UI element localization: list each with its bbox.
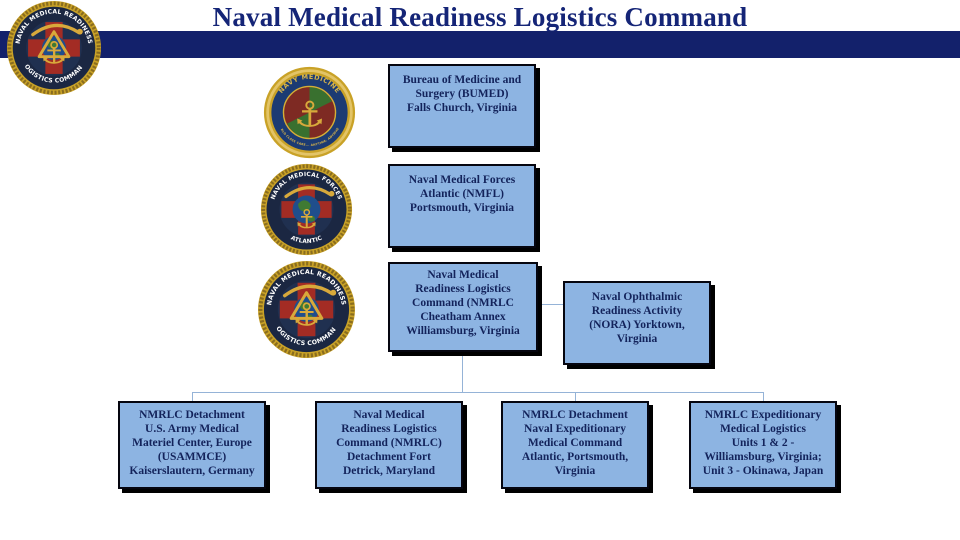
- page-title: Naval Medical Readiness Logistics Comman…: [212, 2, 748, 32]
- triangle-icon: [37, 30, 71, 59]
- connector-children-rail: [192, 392, 763, 393]
- navy-medicine-seal: ⚓ NAVY MEDICINE WORLD CLASS CARE... ANYT…: [263, 66, 356, 159]
- seal-bottom-text: ATLANTIC: [290, 235, 324, 245]
- globe-continent: [308, 215, 316, 222]
- org-box-nmfl-text: Naval Medical Forces Atlantic (NMFL) Por…: [408, 174, 516, 214]
- org-box-det-usammce-text: NMRLC Detachment U.S. Army Medical Mater…: [129, 409, 255, 477]
- connector-stub-eml: [763, 392, 764, 401]
- nmrlc-command-seal: ⚓ NAVAL MEDICAL READINESS LOGISTICS COMM…: [257, 260, 356, 359]
- org-box-det-nemca-text: NMRLC Detachment Naval Expeditionary Med…: [521, 409, 629, 477]
- emblem-wedge: [309, 86, 332, 113]
- anchor-icon: ⚓: [292, 297, 320, 333]
- org-box-det-fort-detrick: Naval Medical Readiness Logistics Comman…: [315, 401, 463, 489]
- gold-swoosh: [31, 23, 81, 37]
- gold-swoosh: [284, 186, 333, 199]
- org-box-eml-units-text: NMRLC Expeditionary Medical Logistics Un…: [702, 409, 824, 477]
- connector-nmrlc-nora: [538, 304, 563, 305]
- gold-knob: [328, 190, 335, 197]
- anchor-icon: ⚓: [294, 94, 326, 135]
- anchor-icon: ⚓: [40, 35, 68, 71]
- org-box-bumed-text: Bureau of Medicine and Surgery (BUMED) F…: [402, 74, 522, 114]
- triangle-icon: [289, 291, 324, 320]
- org-box-det-usammce: NMRLC Detachment U.S. Army Medical Mater…: [118, 401, 266, 489]
- globe-continent: [298, 200, 311, 212]
- rope-ring: [7, 1, 101, 95]
- org-box-nmfl: Naval Medical Forces Atlantic (NMFL) Por…: [388, 164, 536, 248]
- gold-swoosh: [282, 284, 334, 298]
- org-box-nmrlc-text: Naval Medical Readiness Logistics Comman…: [406, 269, 520, 337]
- rope-ring: [261, 164, 352, 255]
- gold-knob: [77, 28, 83, 35]
- emblem-wedge: [287, 112, 310, 139]
- org-box-nora-text: Naval Ophthalmic Readiness Activity (NOR…: [589, 291, 685, 345]
- org-box-bumed: Bureau of Medicine and Surgery (BUMED) F…: [388, 64, 536, 148]
- org-box-eml-units: NMRLC Expeditionary Medical Logistics Un…: [689, 401, 837, 489]
- gold-highlight-ring: [266, 69, 353, 156]
- org-box-nora: Naval Ophthalmic Readiness Activity (NOR…: [563, 281, 711, 365]
- rope-ring: [258, 261, 355, 358]
- anchor-icon: ⚓: [295, 205, 318, 235]
- connector-stub-usammce: [192, 392, 193, 401]
- globe-continent: [47, 40, 59, 50]
- connector-nmrlc-down: [462, 352, 463, 392]
- emblem-gold-rim: [282, 85, 337, 140]
- org-box-nmrlc: Naval Medical Readiness Logistics Comman…: [388, 262, 538, 352]
- globe-continent: [299, 301, 311, 311]
- connector-stub-nemca: [575, 392, 576, 401]
- nmrlc-command-seal-corner: ⚓ NAVAL MEDICAL READINESS LOGISTICS COMM…: [6, 0, 102, 96]
- org-box-det-nemca: NMRLC Detachment Naval Expeditionary Med…: [501, 401, 649, 489]
- gold-knob: [330, 289, 337, 296]
- title-bar: [0, 31, 960, 58]
- org-box-det-fort-detrick-text: Naval Medical Readiness Logistics Comman…: [336, 409, 442, 477]
- naval-medical-forces-atlantic-seal: ⚓ NAVAL MEDICAL FORCES ATLANTIC: [260, 163, 353, 256]
